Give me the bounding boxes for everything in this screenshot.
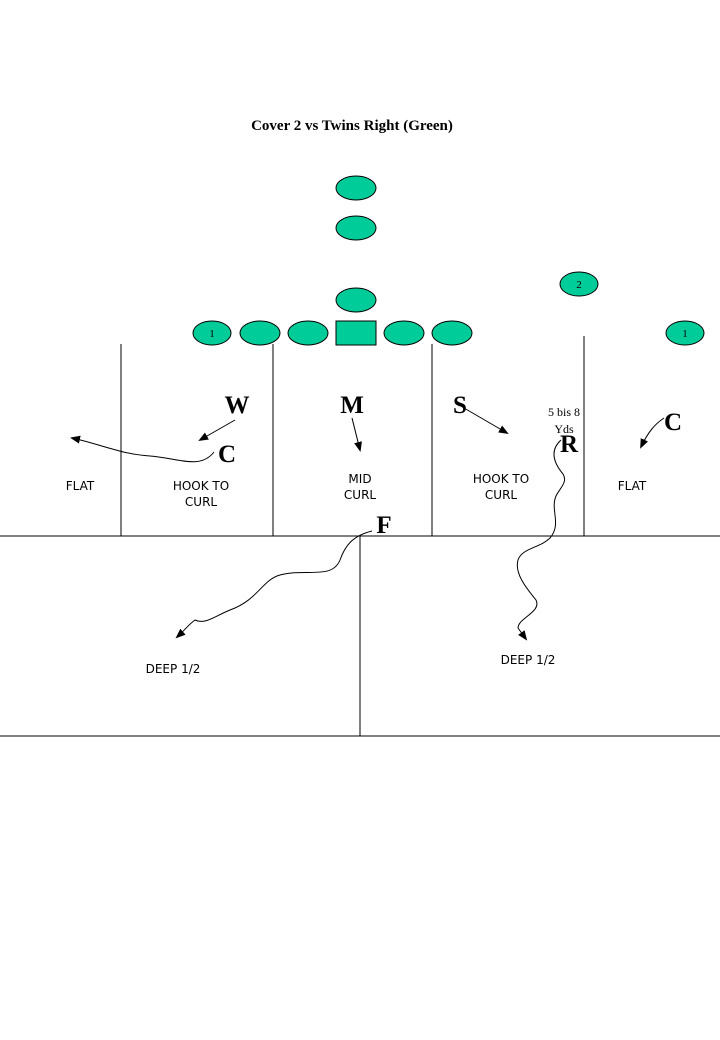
arrow-f-deep-half xyxy=(175,530,373,639)
offense-receiver-left xyxy=(192,320,232,346)
zone-label-mid-curl-line-2: CURL xyxy=(344,488,377,502)
offense-back-deep xyxy=(335,175,377,201)
offense-back-mid xyxy=(335,215,377,241)
zone-label-flat-left: FLAT xyxy=(66,479,95,493)
arrow-w-drop xyxy=(198,419,236,441)
offense-receiver-right xyxy=(665,320,705,346)
defender-c-right: C xyxy=(664,409,682,436)
zone-label-mid-curl-line-1: MID xyxy=(348,472,371,486)
arrow-c-right-to-flat xyxy=(640,417,665,449)
offense-slot-receiver xyxy=(559,271,599,297)
defender-m: M xyxy=(340,392,364,419)
arrow-m-drop xyxy=(351,417,362,452)
offense-left-guard xyxy=(287,320,329,346)
offense-center xyxy=(335,320,377,346)
slot-receiver-number: 2 xyxy=(576,279,582,291)
offense-left-tackle xyxy=(239,320,281,346)
zone-label-deep-left: DEEP 1/2 xyxy=(146,662,201,676)
zone-label-hook-right-line-1: HOOK TO xyxy=(473,472,529,486)
zone-label-hook-right-line-2: CURL xyxy=(485,488,518,502)
arrow-r-deep-half xyxy=(516,439,566,641)
offense-right-guard xyxy=(383,320,425,346)
receiver-right-number: 1 xyxy=(682,328,688,340)
arrow-s-drop xyxy=(463,407,509,435)
depth-note-line-2: Yds xyxy=(554,422,574,436)
zone-label-flat-right: FLAT xyxy=(618,479,647,493)
arrow-c-left-to-flat xyxy=(70,435,215,463)
defender-r: R xyxy=(560,431,579,458)
offense-right-tackle xyxy=(431,320,473,346)
offense-quarterback xyxy=(335,287,377,313)
defender-w: W xyxy=(225,392,250,419)
page-title: Cover 2 vs Twins Right (Green) xyxy=(251,118,453,134)
defender-f: F xyxy=(376,512,391,539)
defender-c-left: C xyxy=(218,441,236,468)
receiver-left-number: 1 xyxy=(209,328,215,340)
defender-s: S xyxy=(453,392,467,419)
zone-label-deep-right: DEEP 1/2 xyxy=(501,653,556,667)
zone-label-hook-left-line-2: CURL xyxy=(185,495,218,509)
depth-note-line-1: 5 bis 8 xyxy=(548,405,580,419)
zone-label-hook-left-line-1: HOOK TO xyxy=(173,479,229,493)
